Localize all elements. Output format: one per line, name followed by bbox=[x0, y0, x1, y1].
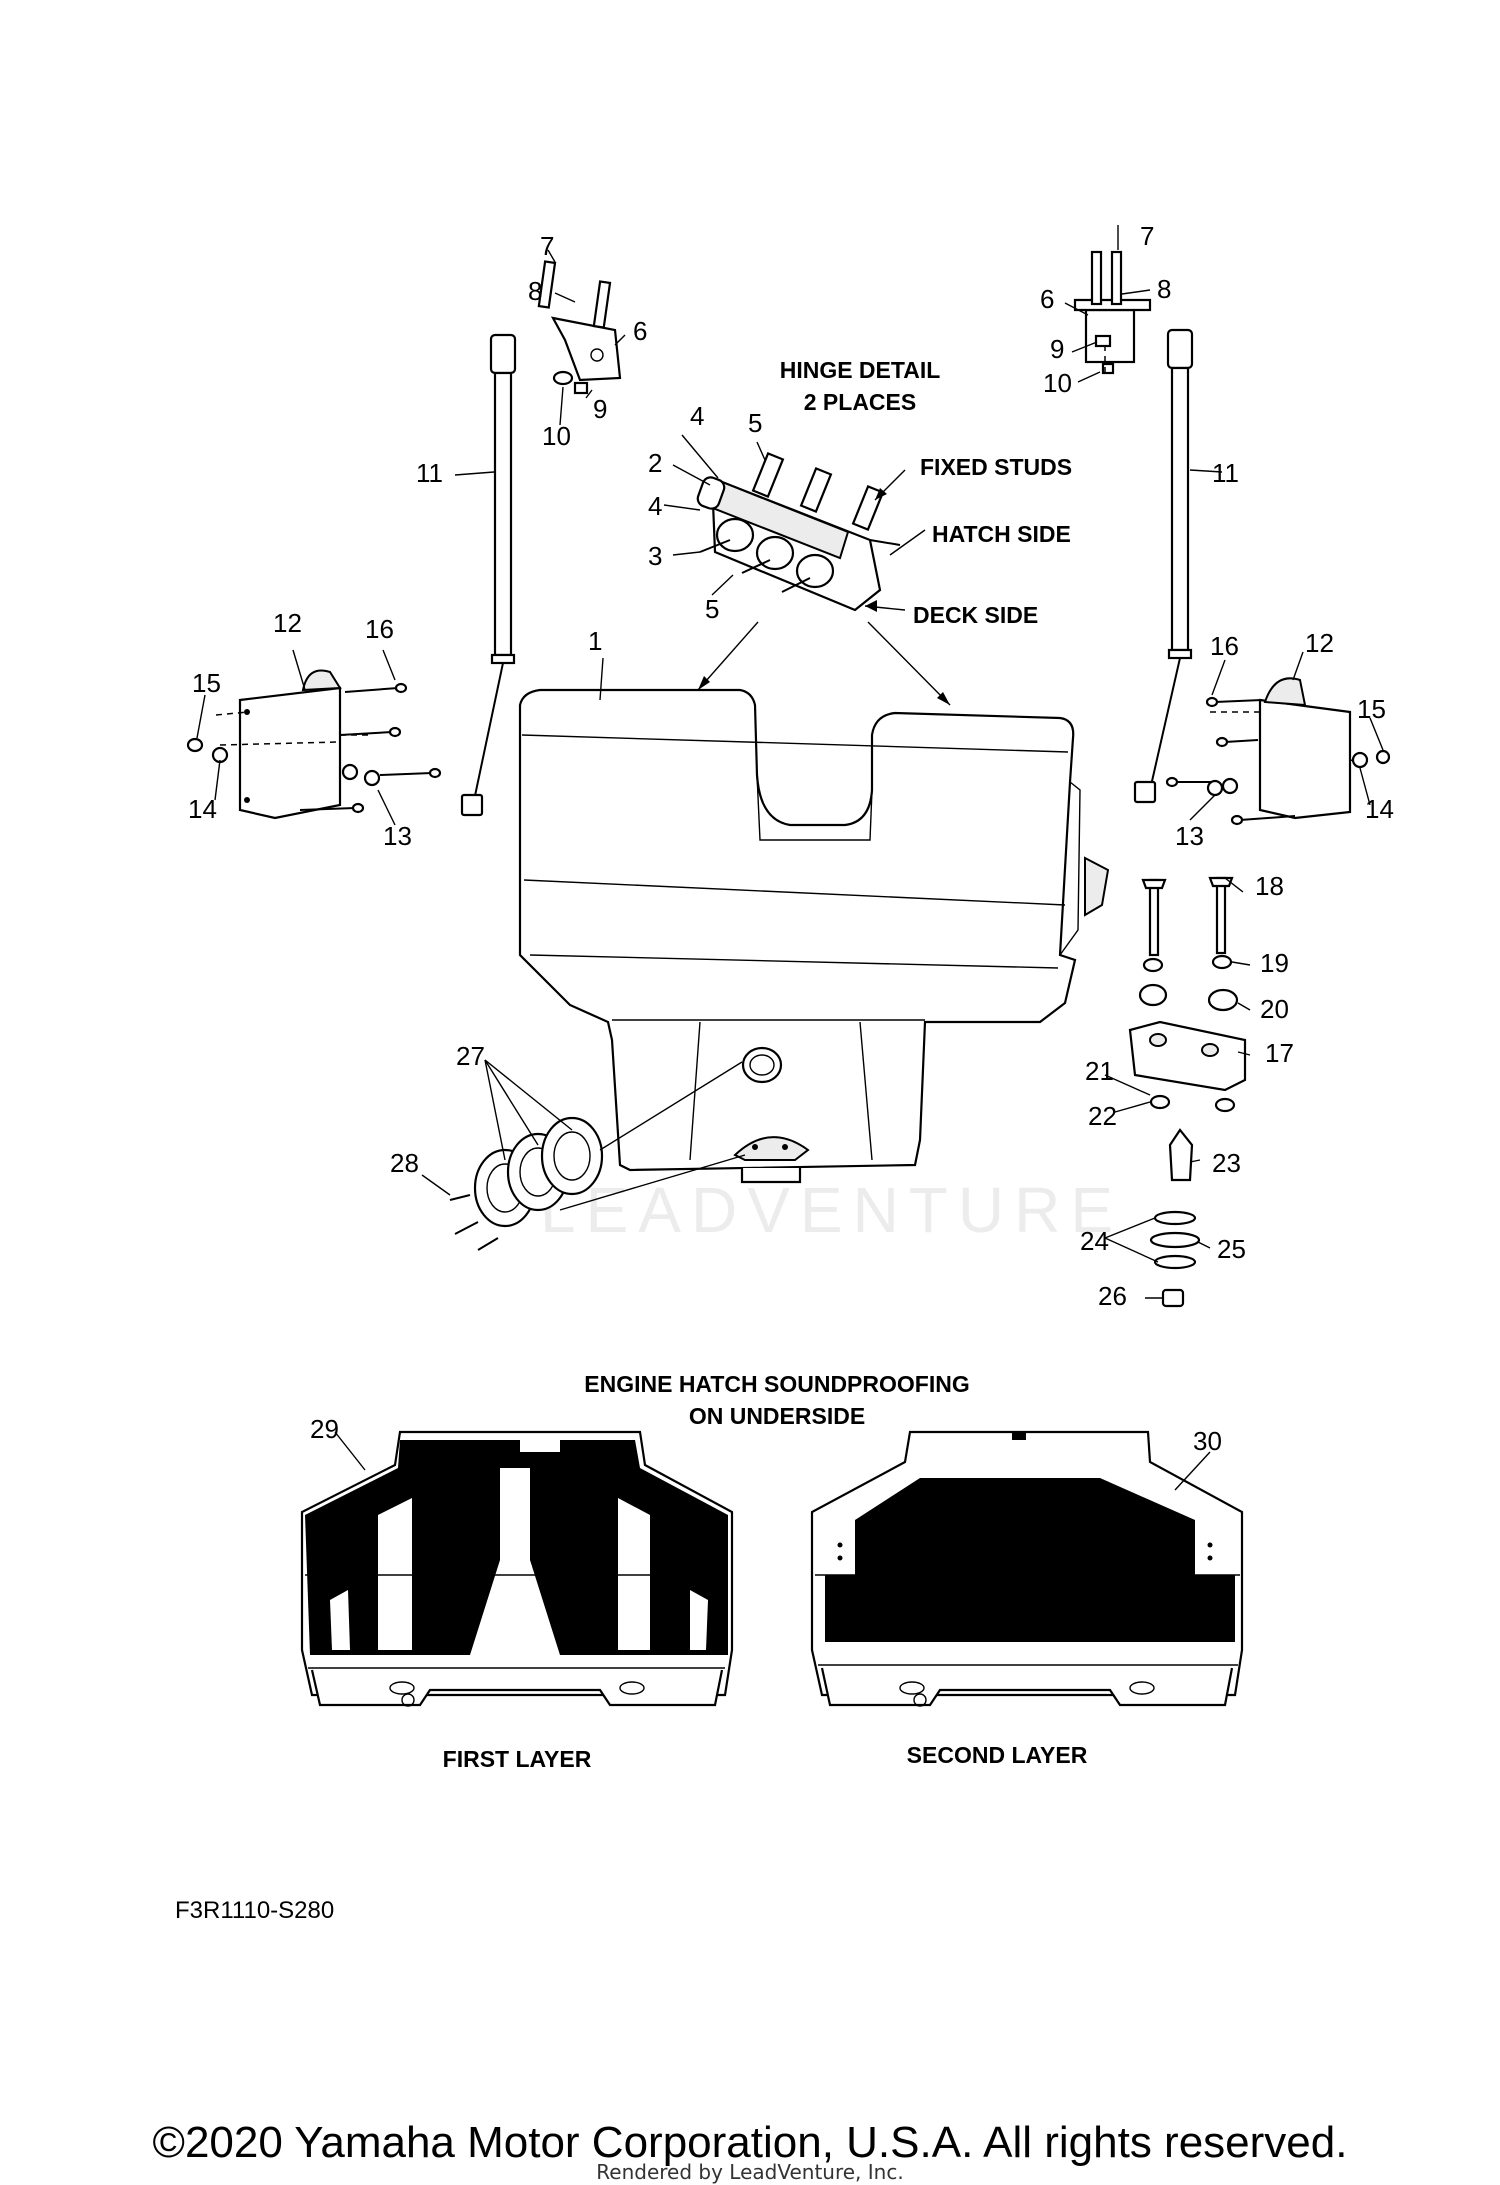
part-label-16: 16 bbox=[365, 614, 394, 644]
part-label-15b: 15 bbox=[1357, 694, 1386, 724]
part-label-15: 15 bbox=[192, 668, 221, 698]
part-label-7b: 7 bbox=[1140, 221, 1154, 251]
part-label-11: 11 bbox=[416, 458, 443, 488]
part-label-8b: 8 bbox=[1157, 274, 1171, 304]
hinge-detail-title: HINGE DETAIL bbox=[780, 357, 941, 383]
part-label-3: 3 bbox=[648, 541, 662, 571]
part-label-21: 21 bbox=[1085, 1056, 1114, 1086]
strut-bracket-left bbox=[537, 260, 622, 395]
second-layer-label: SECOND LAYER bbox=[907, 1742, 1088, 1768]
soundproofing-subtitle: ON UNDERSIDE bbox=[689, 1403, 865, 1429]
hinge-detail bbox=[696, 452, 926, 612]
part-label-11b: 11 bbox=[1212, 458, 1239, 488]
part-label-6: 6 bbox=[633, 316, 647, 346]
soundproofing-first-layer bbox=[300, 1430, 734, 1707]
hinge-bolts bbox=[699, 517, 835, 593]
part-label-12b: 12 bbox=[1305, 628, 1334, 658]
part-label-16b: 16 bbox=[1210, 631, 1239, 661]
part-label-27: 27 bbox=[456, 1041, 485, 1071]
part-label-29: 29 bbox=[310, 1414, 339, 1444]
part-label-4: 4 bbox=[690, 401, 704, 431]
gas-strut-right bbox=[1133, 328, 1194, 804]
part-label-8: 8 bbox=[528, 276, 542, 306]
part-label-10b: 10 bbox=[1043, 368, 1072, 398]
part-label-26: 26 bbox=[1098, 1281, 1127, 1311]
latch-assembly bbox=[1128, 876, 1247, 1308]
copyright-notice: ©2020 Yamaha Motor Corporation, U.S.A. A… bbox=[152, 2118, 1348, 2167]
part-label-18: 18 bbox=[1255, 871, 1284, 901]
hatch-side-label: HATCH SIDE bbox=[932, 521, 1071, 547]
side-plate-right bbox=[1165, 677, 1391, 826]
part-label-25: 25 bbox=[1217, 1234, 1246, 1264]
gas-strut-left bbox=[460, 333, 517, 817]
part-label-5b: 5 bbox=[705, 594, 719, 624]
part-label-13b: 13 bbox=[1175, 821, 1204, 851]
part-label-12: 12 bbox=[273, 608, 302, 638]
part-label-10: 10 bbox=[542, 421, 571, 451]
part-label-4b: 4 bbox=[648, 491, 662, 521]
part-label-9: 9 bbox=[593, 394, 607, 424]
soundproofing-title: ENGINE HATCH SOUNDPROOFING bbox=[584, 1371, 969, 1397]
leader-lines bbox=[196, 225, 1384, 1491]
part-label-13: 13 bbox=[383, 821, 412, 851]
part-label-6b: 6 bbox=[1040, 284, 1054, 314]
watermark: LEADVENTURE bbox=[540, 1174, 1123, 1246]
captions: HINGE DETAIL 2 PLACES FIXED STUDS HATCH … bbox=[175, 357, 1088, 1924]
soundproofing-second-layer bbox=[810, 1430, 1244, 1707]
rendered-by-notice: Rendered by LeadVenture, Inc. bbox=[596, 2160, 904, 2184]
part-label-1: 1 bbox=[588, 626, 602, 656]
side-plate-left bbox=[186, 669, 442, 820]
hinge-detail-subtitle: 2 PLACES bbox=[804, 389, 916, 415]
drain-rings bbox=[449, 1061, 746, 1251]
part-label-14: 14 bbox=[188, 794, 217, 824]
part-label-19: 19 bbox=[1260, 948, 1289, 978]
strut-bracket-right bbox=[1073, 250, 1152, 375]
fixed-studs bbox=[751, 452, 885, 531]
part-label-23: 23 bbox=[1212, 1148, 1241, 1178]
part-label-20: 20 bbox=[1260, 994, 1289, 1024]
part-label-5: 5 bbox=[748, 408, 762, 438]
part-label-22: 22 bbox=[1088, 1101, 1117, 1131]
part-label-9b: 9 bbox=[1050, 334, 1064, 364]
part-label-14b: 14 bbox=[1365, 794, 1394, 824]
part-label-17: 17 bbox=[1265, 1038, 1294, 1068]
part-label-30: 30 bbox=[1193, 1426, 1222, 1456]
part-label-28: 28 bbox=[390, 1148, 419, 1178]
diagram-code: F3R1110-S280 bbox=[175, 1897, 334, 1924]
engine-hatch bbox=[518, 688, 1110, 1184]
part-label-7: 7 bbox=[540, 231, 554, 261]
first-layer-label: FIRST LAYER bbox=[443, 1746, 592, 1772]
part-number-labels: 1 2 3 4 4 5 5 6 6 7 7 8 8 9 9 10 10 11 1… bbox=[188, 221, 1394, 1456]
deck-side-label: DECK SIDE bbox=[913, 602, 1038, 628]
part-label-2: 2 bbox=[648, 448, 662, 478]
fixed-studs-label: FIXED STUDS bbox=[920, 454, 1072, 480]
part-label-24: 24 bbox=[1080, 1226, 1109, 1256]
